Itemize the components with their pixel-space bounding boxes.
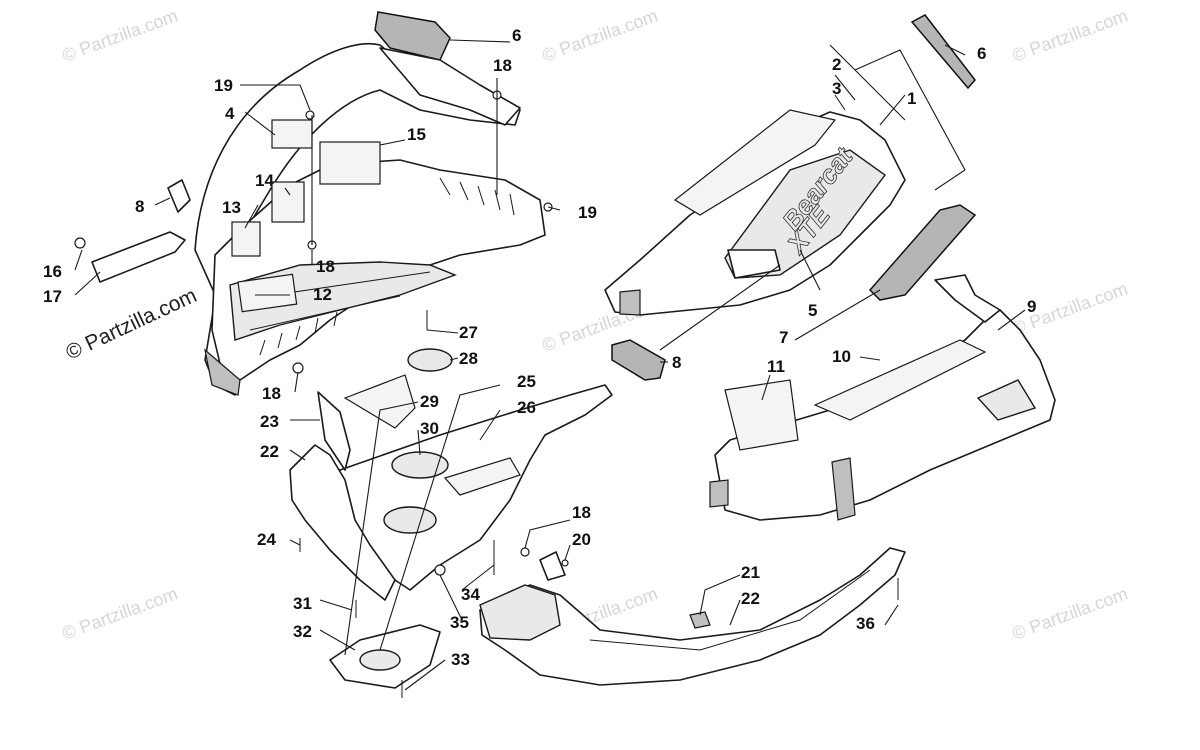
watermark: © Partzilla.com — [540, 5, 661, 65]
callout-19: 19 — [214, 76, 233, 95]
watermark: © Partzilla.com — [60, 5, 181, 65]
callout-6: 6 — [512, 26, 521, 45]
callout-14: 14 — [255, 171, 274, 190]
callout-15: 15 — [407, 125, 426, 144]
air-duct-22 — [289, 444, 396, 601]
skid-plate-inner — [479, 584, 561, 641]
callout-22: 22 — [741, 589, 760, 608]
bracket-9 — [934, 274, 1001, 323]
callout-32: 32 — [293, 622, 312, 641]
panel-vent-slot — [727, 249, 781, 279]
lower-side-panel — [709, 274, 1056, 521]
callout-8: 8 — [672, 353, 681, 372]
callout-18: 18 — [572, 503, 591, 522]
decal-5 — [724, 149, 886, 279]
panel-tab-9 — [709, 479, 729, 508]
watermark-prominent: © Partzilla.com — [62, 284, 200, 365]
callout-24: 24 — [257, 530, 276, 549]
decal-14 — [271, 181, 305, 223]
callout-18: 18 — [262, 384, 281, 403]
callout-4: 4 — [225, 104, 235, 123]
vent-grille-8 — [611, 339, 666, 381]
hood-assembly — [194, 42, 546, 396]
callout-19: 19 — [578, 203, 597, 222]
skid-plate-22 — [479, 547, 906, 686]
watermark: © Partzilla.com — [1010, 5, 1131, 65]
callout-31: 31 — [293, 594, 312, 613]
callout-28: 28 — [459, 349, 478, 368]
decal-12 — [237, 273, 298, 313]
callout-7: 7 — [779, 328, 788, 347]
callout-18: 18 — [493, 56, 512, 75]
vent-grille-6-right — [910, 14, 976, 90]
callout-16: 16 — [43, 262, 62, 281]
callout-26: 26 — [517, 398, 536, 417]
belly-hole — [383, 506, 437, 534]
side-panel-assembly: Bearcat XTE — [604, 109, 906, 316]
callout-9: 9 — [1027, 297, 1036, 316]
callout-6: 6 — [977, 44, 986, 63]
callout-33: 33 — [451, 650, 470, 669]
callout-18: 18 — [316, 257, 335, 276]
callout-3: 3 — [832, 79, 841, 98]
callout-11: 11 — [767, 357, 785, 376]
callout-5: 5 — [808, 301, 817, 320]
panel-slot-9 — [831, 457, 856, 521]
callout-27: 27 — [459, 323, 478, 342]
ring-28 — [407, 348, 453, 372]
lower-duct-hole — [359, 649, 401, 671]
decal-29 — [343, 374, 416, 429]
decal-15 — [319, 141, 381, 185]
callout-35: 35 — [450, 613, 469, 632]
nut-18 — [520, 547, 530, 557]
callout-2: 2 — [832, 55, 841, 74]
callout-13: 13 — [222, 198, 241, 217]
bolt-16 — [74, 237, 86, 249]
panel-tab — [619, 289, 641, 316]
hood-bumper-edge — [204, 348, 241, 396]
callout-8: 8 — [135, 197, 144, 216]
bolt-35 — [434, 564, 446, 576]
callout-34: 34 — [461, 585, 480, 604]
bracket-20 — [539, 551, 566, 581]
callout-29: 29 — [420, 392, 439, 411]
decal-13 — [231, 221, 261, 257]
callout-23: 23 — [260, 412, 279, 431]
callout-12: 12 — [313, 285, 332, 304]
bolt-20 — [561, 559, 569, 567]
ring-30 — [391, 451, 449, 479]
callout-30: 30 — [420, 419, 439, 438]
watermark: © Partzilla.com — [1010, 583, 1131, 643]
callout-22: 22 — [260, 442, 279, 461]
callout-20: 20 — [572, 530, 591, 549]
callout-25: 25 — [517, 372, 536, 391]
group-bracket-1 — [829, 44, 966, 191]
panel-vent-9 — [976, 379, 1037, 421]
callout-numbers: 6 6 1 2 3 18 19 4 15 14 13 8 19 18 12 16… — [43, 26, 1036, 669]
nut-18 — [292, 362, 304, 374]
callout-10: 10 — [832, 347, 851, 366]
leader-lines — [74, 39, 1026, 691]
decal-10 — [813, 339, 987, 421]
hood-rear-wing — [379, 47, 521, 126]
callout-17: 17 — [43, 287, 62, 306]
bracket-23 — [317, 391, 351, 471]
decal-4-area — [271, 119, 313, 149]
callout-1: 1 — [907, 89, 916, 108]
side-vent-8-left — [167, 179, 191, 213]
bracket-17 — [91, 231, 186, 283]
decal-2-3 — [673, 109, 837, 216]
watermark: © Partzilla.com — [60, 583, 181, 643]
bolt-19 — [305, 110, 315, 120]
callout-21: 21 — [741, 563, 760, 582]
decal-11 — [724, 379, 799, 451]
callout-36: 36 — [856, 614, 875, 633]
decal-26 — [443, 457, 521, 496]
vent-grille-7 — [868, 204, 977, 301]
